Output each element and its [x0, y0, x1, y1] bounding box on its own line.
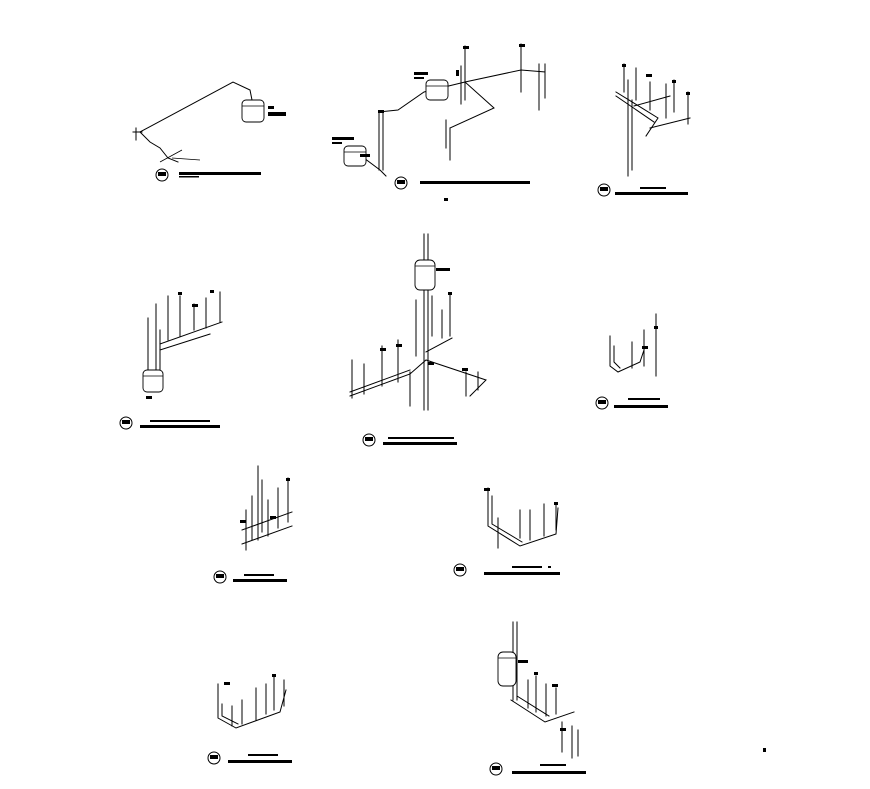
isometric-view-5 [349, 233, 487, 411]
drawing-title-tag-10 [489, 762, 586, 776]
drawing-title-tag-7 [213, 570, 287, 584]
drawing-title-tag-6 [595, 396, 668, 410]
drawing-title-tag-1 [155, 168, 261, 182]
isometric-view-4 [142, 290, 223, 399]
isometric-view-8 [484, 487, 559, 549]
isometric-view-3 [615, 63, 691, 177]
isometric-view-10 [497, 621, 579, 759]
drawing-title-tag-8 [453, 563, 560, 577]
drawing-title-tag-4 [119, 416, 220, 430]
isometric-view-2 [332, 43, 546, 201]
drawing-title-tag-3 [597, 183, 688, 197]
stray-mark [763, 748, 766, 752]
drawing-title-tag-2 [394, 176, 530, 190]
drawing-title-tag-9 [207, 751, 292, 765]
isometric-view-1 [132, 81, 286, 163]
isometric-view-6 [609, 313, 658, 377]
isometric-view-7 [240, 465, 293, 551]
isometric-view-9 [217, 674, 287, 729]
drawing-title-tag-5 [362, 433, 457, 447]
